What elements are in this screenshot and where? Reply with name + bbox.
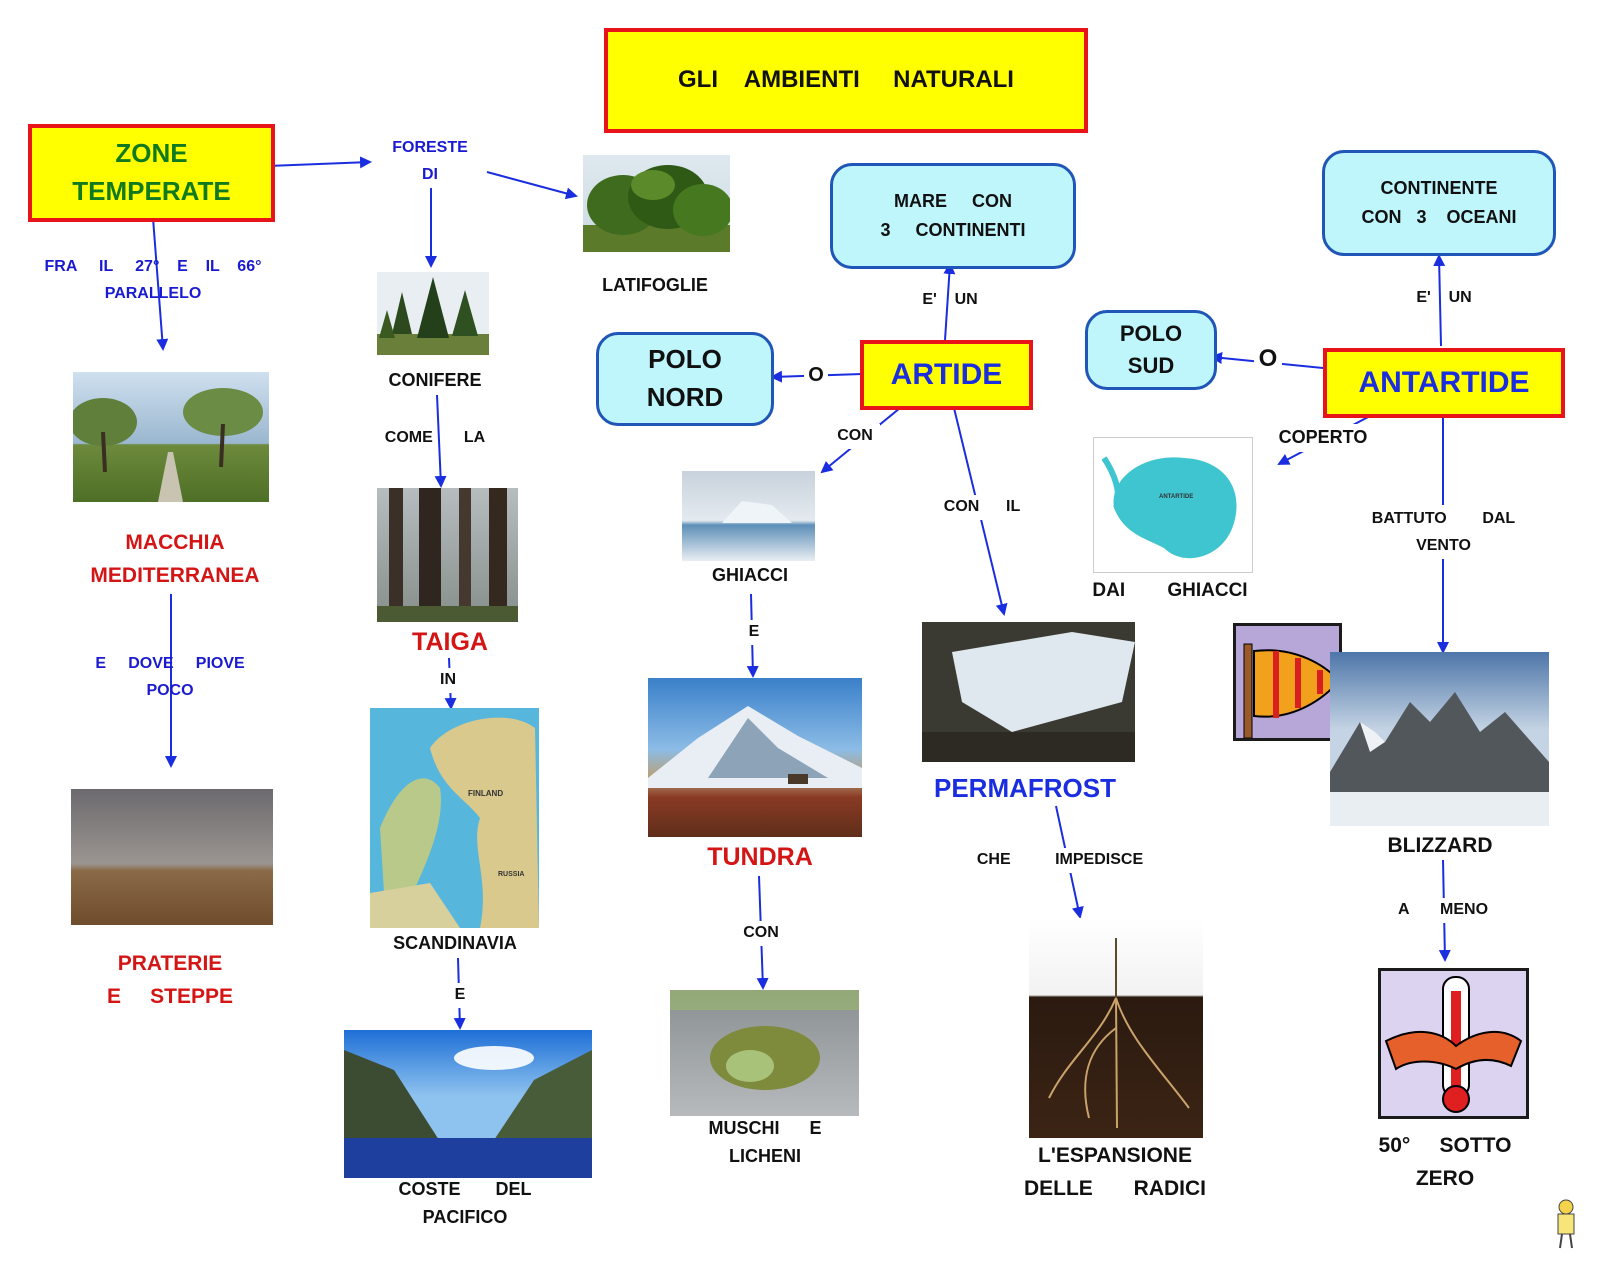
praterie-photo — [71, 789, 273, 925]
link-fra-parallelo: FRA IL 27° E IL 66° PARALLELO — [44, 258, 262, 303]
arrow-antartide-continente — [1433, 254, 1446, 347]
caption-dai-ghiacci: DAI GHIACCI — [1092, 580, 1248, 601]
link-in: IN — [430, 668, 466, 693]
link-come-la: COME LA — [384, 429, 486, 446]
antartide-box: ANTARTIDE — [1323, 348, 1565, 418]
link-foreste-di: FORESTE DI — [392, 139, 468, 184]
arrow-artide-mare — [943, 262, 956, 341]
continente-box: CONTINENTE CON 3 OCEANI — [1322, 150, 1556, 256]
link-o-nord: O — [804, 360, 828, 391]
radici-photo — [1029, 918, 1203, 1138]
link-e-un-antartide: E' UN — [1416, 289, 1472, 306]
caption-muschi: MUSCHI E LICHENI — [708, 1118, 822, 1166]
artide-label: ARTIDE — [890, 358, 1003, 392]
macchia-photo — [73, 372, 269, 502]
link-con-il: CON IL — [937, 495, 1027, 520]
antartide-label: ANTARTIDE — [1358, 366, 1530, 400]
polo-sud-label: POLO SUD — [1119, 321, 1183, 378]
taiga-photo — [377, 488, 518, 622]
tundra-photo — [648, 678, 862, 837]
muschi-photo — [670, 990, 859, 1116]
caption-latifoglie: LATIFOGLIE — [602, 275, 708, 295]
zone-temperate-box: ZONE TEMPERATE — [28, 124, 275, 222]
link-con-muschi: CON — [734, 921, 788, 946]
map-label-russia: RUSSIA — [498, 871, 524, 878]
link-e-dove-piove: E DOVE PIOVE POCO — [95, 655, 245, 700]
link-e-un-artide: E' UN — [922, 291, 978, 308]
caption-praterie: PRATERIE E STEPPE — [106, 952, 234, 1008]
polo-nord-label: POLO NORD — [646, 344, 724, 412]
caption-permafrost: PERMAFROST — [934, 773, 1116, 803]
link-con-ghiacci: CON — [830, 424, 880, 449]
artide-box: ARTIDE — [860, 340, 1033, 410]
page-title-text: GLI AMBIENTI NATURALI — [678, 66, 1014, 94]
link-a-meno: A MENO — [1388, 898, 1498, 923]
caption-blizzard: BLIZZARD — [1387, 834, 1493, 857]
link-coperto: COPERTO — [1268, 424, 1378, 452]
continente-label: CONTINENTE CON 3 OCEANI — [1361, 178, 1517, 227]
arrow-conifere-taiga — [434, 394, 447, 488]
map-label-antarctica: ANTARTIDE — [1159, 494, 1193, 500]
caption-espansione: L'ESPANSIONE DELLE RADICI — [1023, 1144, 1206, 1200]
caption-sotto-zero: 50° SOTTO ZERO — [1378, 1134, 1512, 1190]
page-title: GLI AMBIENTI NATURALI — [604, 28, 1088, 133]
windsock-icon — [1233, 623, 1342, 741]
link-battuto: BATTUTO DAL VENTO — [1356, 505, 1531, 560]
link-o-sud: O — [1254, 340, 1282, 378]
thermometer-icon — [1378, 968, 1529, 1119]
caption-tundra: TUNDRA — [707, 843, 813, 871]
polo-sud-box: POLO SUD — [1085, 310, 1217, 390]
arrow-zone-foreste — [267, 156, 372, 169]
arrow-zone-macchia — [152, 217, 169, 351]
coste-photo — [344, 1030, 592, 1178]
mascot-icon — [1548, 1198, 1584, 1250]
caption-conifere: CONIFERE — [388, 370, 482, 390]
caption-scandinavia: SCANDINAVIA — [393, 933, 517, 953]
link-che-impedisce: CHE IMPEDISCE — [970, 848, 1150, 873]
polo-nord-box: POLO NORD — [596, 332, 774, 426]
latifoglie-photo — [583, 155, 730, 252]
mare-con-box: MARE CON 3 CONTINENTI — [830, 163, 1076, 269]
map-label-finland: FINLAND — [468, 789, 503, 798]
arrow-foreste-latifoglie — [486, 171, 578, 200]
blizzard-photo — [1330, 652, 1549, 826]
link-e-scandinavia: E — [448, 983, 472, 1008]
scandinavia-map: FINLAND RUSSIA — [370, 708, 539, 928]
link-e-tundra: E — [743, 620, 765, 645]
antartide-map: ANTARTIDE — [1093, 437, 1253, 573]
caption-coste: COSTE DEL PACIFICO — [398, 1179, 532, 1227]
mare-con-label: MARE CON 3 CONTINENTI — [880, 191, 1026, 240]
caption-macchia: MACCHIA MEDITERRANEA — [90, 531, 260, 587]
caption-taiga: TAIGA — [412, 628, 488, 656]
zone-temperate-label: ZONE TEMPERATE — [72, 138, 231, 206]
caption-ghiacci: GHIACCI — [712, 565, 788, 585]
ghiacci-photo — [682, 471, 815, 561]
permafrost-photo — [922, 622, 1135, 762]
conifere-photo — [377, 272, 489, 355]
